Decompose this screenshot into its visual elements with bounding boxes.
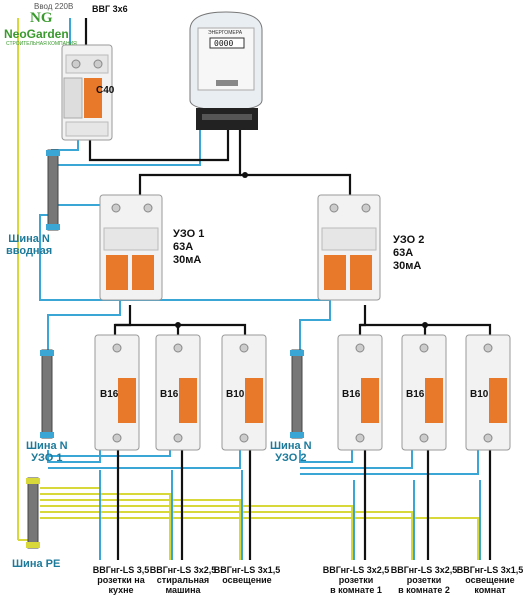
bus-input <box>46 149 60 231</box>
breaker-6 <box>465 334 511 451</box>
branch-6-line2: освещение <box>465 575 515 585</box>
branch-1-line2: розетки на <box>97 575 145 585</box>
bus-uzo2 <box>290 349 304 439</box>
breaker-2-rating: B16 <box>160 389 179 400</box>
bus-uzo1-line1: Шина N <box>26 440 68 452</box>
branch-2-line2: стиральная <box>156 575 210 585</box>
bus-pe-label: Шина PE <box>12 558 61 570</box>
bus-input-line1: Шина N <box>8 233 50 245</box>
rcd-2 <box>317 194 381 301</box>
bus-uzo2-line2: УЗО 2 <box>275 452 307 464</box>
branch-5-cable: ВВГнг-LS 3х2,5 <box>390 565 458 575</box>
branch-1-line3: кухне <box>108 585 134 595</box>
rcd-1-label: УЗО 1 63А 30мА <box>173 228 204 267</box>
rcd-1 <box>99 194 163 301</box>
rcd-2-current: 63А <box>393 247 414 259</box>
logo-tagline: СТРОИТЕЛЬНАЯ КОМПАНИЯ <box>6 41 77 47</box>
branch-3-cable: ВВГнг-LS 3х1,5 <box>213 565 281 575</box>
rcd-2-label: УЗО 2 63А 30мА <box>393 234 424 273</box>
breaker-4-rating: B16 <box>342 389 361 400</box>
bus-input-label: Шина N вводная <box>6 233 52 257</box>
pe-wires <box>17 18 479 560</box>
logo-name: NeoGarden <box>4 27 69 41</box>
branch-1-caption: ВВГнг-LS 3,5 розетки на кухне <box>86 565 156 595</box>
bus-uzo1 <box>40 349 54 439</box>
branch-6-caption: ВВГнг-LS 3х1,5 освещение комнат <box>456 565 524 595</box>
meter-reading: 0000 <box>214 39 233 48</box>
branch-2-line3: машина <box>165 585 201 595</box>
breaker-4 <box>337 334 383 451</box>
breaker-3 <box>221 334 267 451</box>
meter-brand: ЭНЕРГОМЕРА <box>208 30 243 36</box>
bus-input-line2: вводная <box>6 245 53 257</box>
breaker-3-rating: B10 <box>226 389 245 400</box>
branch-4-cable: ВВГнг-LS 3х2,5 <box>322 565 390 575</box>
cable-label: ВВГ 3х6 <box>92 4 128 14</box>
branch-4-caption: ВВГнг-LS 3х2,5 розетки в комнате 1 <box>322 565 390 595</box>
junction-dots <box>175 172 428 328</box>
bus-uzo1-label: Шина N УЗО 1 <box>26 440 68 464</box>
bus-uzo2-label: Шина N УЗО 2 <box>270 440 312 464</box>
input-label: Ввод 220В <box>34 2 74 11</box>
rcd-2-name: УЗО 2 <box>393 234 425 246</box>
branch-6-line3: комнат <box>474 585 506 595</box>
rcd-2-leak: 30мА <box>393 260 422 272</box>
branch-2-caption: ВВГнг-LS 3х2,5 стиральная машина <box>148 565 218 595</box>
branch-4-line3: в комнате 1 <box>330 585 382 595</box>
branch-2-cable: ВВГнг-LS 3х2,5 <box>149 565 217 575</box>
branch-3-caption: ВВГнг-LS 3х1,5 освещение <box>212 565 282 585</box>
electric-meter <box>189 11 263 130</box>
bus-uzo1-line2: УЗО 1 <box>31 452 63 464</box>
branch-5-caption: ВВГнг-LS 3х2,5 розетки в комнате 2 <box>390 565 458 595</box>
main-breaker-rating: C40 <box>96 85 115 96</box>
branch-5-line3: в комнате 2 <box>398 585 450 595</box>
branch-6-cable: ВВГнг-LS 3х1,5 <box>456 565 524 575</box>
breaker-1-rating: B16 <box>100 389 119 400</box>
breaker-5-rating: B16 <box>406 389 425 400</box>
breaker-6-rating: B10 <box>470 389 489 400</box>
branch-4-line2: розетки <box>338 575 374 585</box>
rcd-1-current: 63А <box>173 241 194 253</box>
rcd-1-leak: 30мА <box>173 254 202 266</box>
bus-pe <box>26 477 40 549</box>
breaker-5 <box>401 334 447 451</box>
branch-1-cable: ВВГнг-LS 3,5 <box>92 565 150 575</box>
rcd-1-name: УЗО 1 <box>173 228 205 240</box>
logo-monogram: NG <box>30 10 53 26</box>
branch-3-line2: освещение <box>222 575 272 585</box>
breaker-1 <box>94 334 140 451</box>
breaker-2 <box>155 334 201 451</box>
bus-uzo2-line1: Шина N <box>270 440 312 452</box>
branch-5-line2: розетки <box>406 575 442 585</box>
main-breaker <box>61 44 113 141</box>
